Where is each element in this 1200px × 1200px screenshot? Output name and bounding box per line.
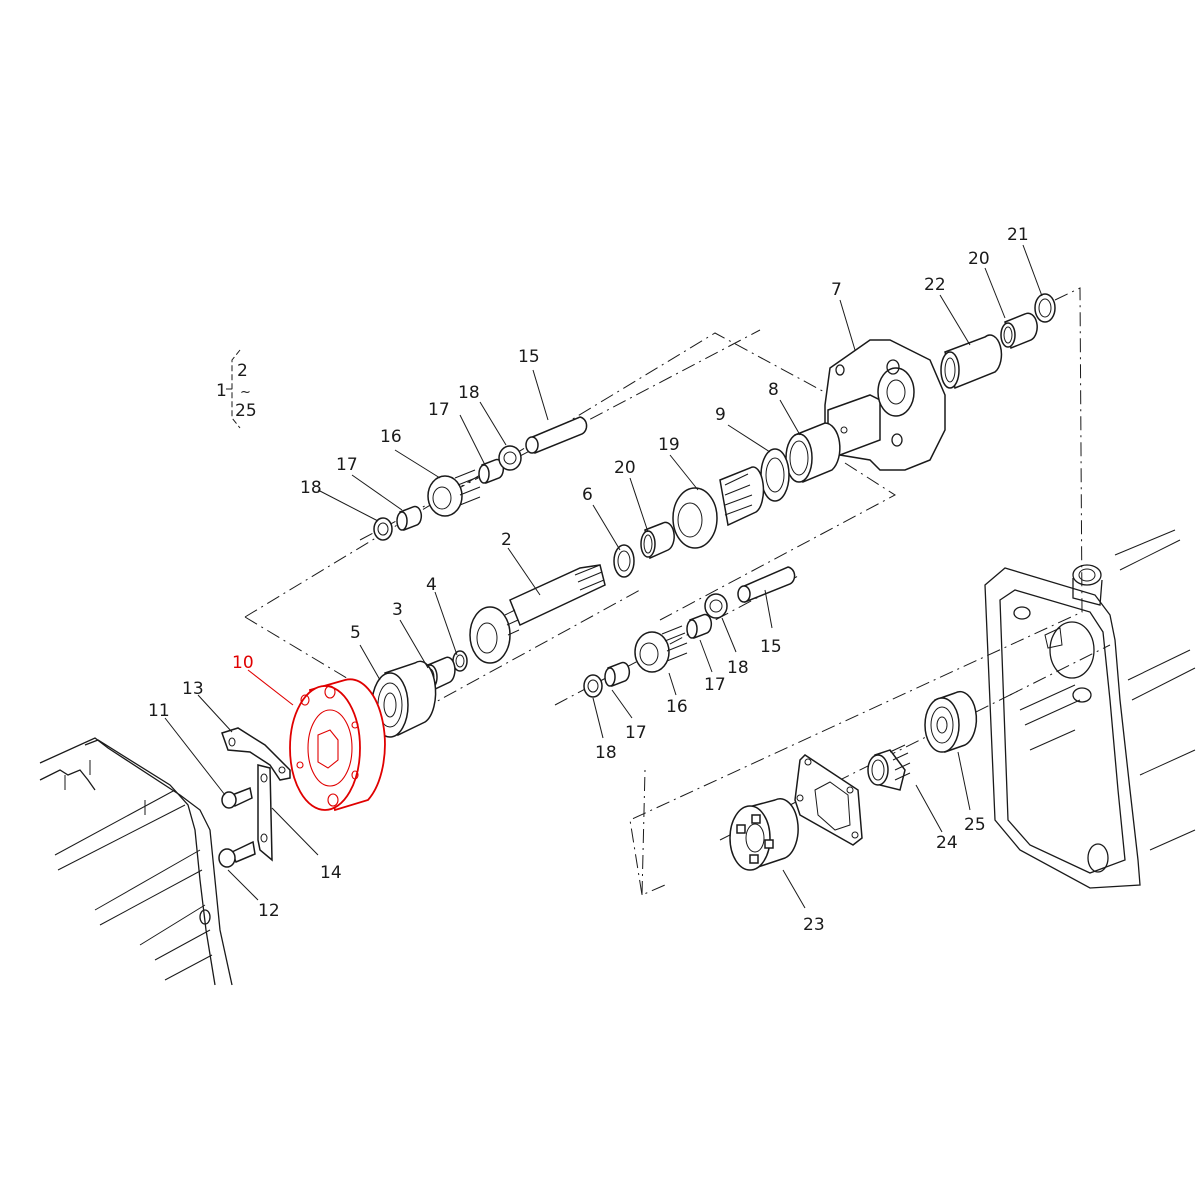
callout-2[interactable]: 2 — [501, 530, 512, 550]
callout-25[interactable]: 25 — [964, 815, 986, 835]
callout-9[interactable]: 9 — [715, 405, 726, 425]
part-2-main-shaft — [469, 564, 606, 664]
assembly-guide-lines — [244, 287, 1111, 896]
assembly-range-end: 25 — [235, 401, 257, 421]
part-12-bolt — [218, 840, 256, 868]
callout-18-lower-right[interactable]: 18 — [727, 658, 749, 678]
part-19-gear — [672, 466, 765, 549]
callout-labels: 2 3 4 5 6 7 8 9 10 11 12 13 14 15 15 16 … — [148, 225, 1029, 935]
callout-17-upper-right[interactable]: 17 — [428, 400, 450, 420]
callout-18-upper-left[interactable]: 18 — [300, 478, 322, 498]
part-25-ball-bearing — [924, 690, 978, 753]
callout-18-upper-right[interactable]: 18 — [458, 383, 480, 403]
part-13-plate — [221, 727, 291, 781]
part-6-washer — [613, 544, 635, 578]
part-14-lock-plate — [257, 764, 273, 862]
callout-10-highlighted[interactable]: 10 — [232, 653, 254, 673]
callout-23[interactable]: 23 — [803, 915, 825, 935]
part-24-gear — [867, 744, 911, 791]
callout-20-upper[interactable]: 20 — [968, 249, 990, 269]
assembly-range-separator: ~ — [240, 385, 251, 400]
part-23-dog-clutch — [729, 798, 799, 871]
callout-12[interactable]: 12 — [258, 901, 280, 921]
callout-6[interactable]: 6 — [582, 485, 593, 505]
callout-14[interactable]: 14 — [320, 863, 342, 883]
callout-15-upper[interactable]: 15 — [518, 347, 540, 367]
callout-13[interactable]: 13 — [182, 679, 204, 699]
part-20-needle-bearing-upper — [1000, 312, 1038, 350]
upper-planet-gear-set — [373, 416, 588, 541]
part-7-housing — [824, 339, 946, 471]
callout-15-lower[interactable]: 15 — [760, 637, 782, 657]
part-18-washer-upper-left — [373, 517, 393, 541]
leader-lines — [164, 244, 1043, 909]
assembly-note: 1 2 ~ 25 — [216, 349, 257, 429]
part-10-flange-highlighted[interactable] — [289, 678, 386, 812]
part-20-needle-bearing-mid — [640, 521, 675, 560]
assembly-range-start: 2 — [237, 361, 248, 381]
lower-planet-gear-set — [583, 566, 796, 698]
part-8-needle-bearing — [785, 422, 841, 484]
cover-housing-right — [984, 529, 1196, 889]
callout-18-lower-left[interactable]: 18 — [595, 743, 617, 763]
transmission-housing-left — [39, 737, 233, 986]
part-21-circlip — [1034, 293, 1056, 323]
part-22-sleeve — [940, 334, 1003, 390]
callout-3[interactable]: 3 — [392, 600, 403, 620]
callout-17-lower-left[interactable]: 17 — [625, 723, 647, 743]
callout-16-lower[interactable]: 16 — [666, 697, 688, 717]
callout-4[interactable]: 4 — [426, 575, 437, 595]
callout-20-mid[interactable]: 20 — [614, 458, 636, 478]
assembly-parent-label: 1 — [216, 381, 227, 401]
callout-7[interactable]: 7 — [831, 280, 842, 300]
callout-16-upper[interactable]: 16 — [380, 427, 402, 447]
callout-17-upper-left[interactable]: 17 — [336, 455, 358, 475]
gasket — [794, 754, 863, 846]
callout-21[interactable]: 21 — [1007, 225, 1029, 245]
callout-11[interactable]: 11 — [148, 701, 170, 721]
callout-8[interactable]: 8 — [768, 380, 779, 400]
part-4-ring — [452, 650, 468, 672]
callout-5[interactable]: 5 — [350, 623, 361, 643]
callout-19[interactable]: 19 — [658, 435, 680, 455]
part-11-bolt — [221, 786, 253, 809]
callout-22[interactable]: 22 — [924, 275, 946, 295]
callout-17-lower-right[interactable]: 17 — [704, 675, 726, 695]
callout-24[interactable]: 24 — [936, 833, 958, 853]
part-9-thrust-washer — [760, 448, 790, 502]
